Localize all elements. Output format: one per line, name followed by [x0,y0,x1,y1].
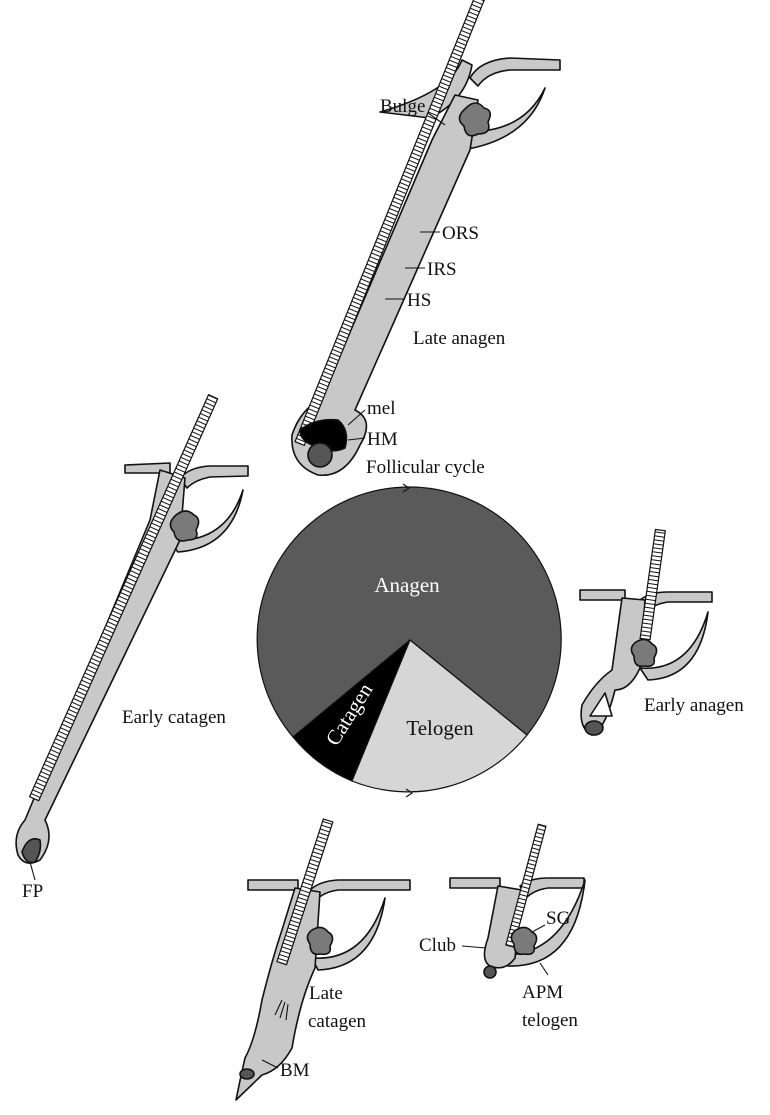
sebaceous-gland [510,926,538,956]
sebaceous-gland [169,510,200,542]
label-hs: HS [407,290,431,311]
hair-matrix [299,418,348,452]
basement-membrane-papilla [239,1068,255,1080]
dermal-papilla [307,442,333,468]
label-late-catagen-line1: Late [309,983,343,1004]
hair-shaft [294,0,500,447]
early-catagen-follicle: FP Early catagen [15,393,249,902]
sebaceous-gland [458,102,492,137]
label-fp: FP [22,881,43,902]
label-late-anagen: Late anagen [413,328,506,349]
early-anagen-follicle: Early anagen [579,528,744,736]
label-hm: HM [367,429,398,450]
cycle-arrow-bottom [405,788,413,798]
skin-surface [379,59,473,119]
hair-shaft [639,528,667,641]
label-late-catagen-line2: catagen [308,1011,367,1032]
club-hair-base [483,965,497,979]
mel-leader [347,409,366,426]
label-anagen: Anagen [374,573,440,597]
skin-surface-right [179,465,249,489]
cycle-title: Follicular cycle [366,457,485,478]
label-bulge: Bulge [380,96,425,117]
bm-leader [261,1059,279,1069]
fp-leader [29,861,36,881]
sebaceous-gland [306,926,334,956]
shrinking-epithelial-strand [274,999,289,1021]
skin-surface-right [469,57,561,87]
label-bm: BM [280,1060,310,1081]
label-early-anagen: Early anagen [644,695,744,716]
late-anagen-follicle: Bulge ORS IRS HS mel HM Late anagen [291,0,561,476]
label-apm: APM [522,982,563,1003]
inner-root-sheath-cone [589,692,613,717]
hair-shaft [505,823,547,948]
late-catagen-follicle: BM Late catagen [235,818,411,1101]
outer-root-sheath [235,887,321,1101]
cycle-arrow-top [402,483,410,493]
label-telogen-phase: Telogen [406,716,474,740]
dermal-papilla [21,838,42,864]
skin-surface-right [309,879,411,901]
apm-leader [539,962,549,976]
label-early-catagen: Early catagen [122,707,226,728]
hair-shaft [28,393,219,802]
skin-surface [449,877,501,889]
label-club: Club [419,935,456,956]
label-sg: SG [546,908,571,929]
sebaceous-gland [630,638,658,668]
club-leader [461,945,487,949]
follicular-cycle-pie: Follicular cycle Anagen Catagen Telogen [256,457,562,798]
pie-slice-telogen [351,639,528,793]
hair-shaft [276,818,334,966]
outer-root-sheath [291,94,479,476]
skin-surface [579,589,626,601]
label-irs: IRS [427,259,457,280]
label-ors: ORS [442,223,479,244]
sg-leader [531,924,546,933]
arrector-pili-muscle [311,897,386,971]
label-mel: mel [367,398,396,419]
skin-surface [247,879,299,891]
dermal-papilla [584,720,604,736]
hm-leader [347,437,366,441]
telogen-follicle: SG Club APM telogen [419,823,586,1031]
label-telogen-stage: telogen [522,1010,578,1031]
bulge-leader [427,112,446,126]
arrector-pili-muscle [639,611,709,681]
